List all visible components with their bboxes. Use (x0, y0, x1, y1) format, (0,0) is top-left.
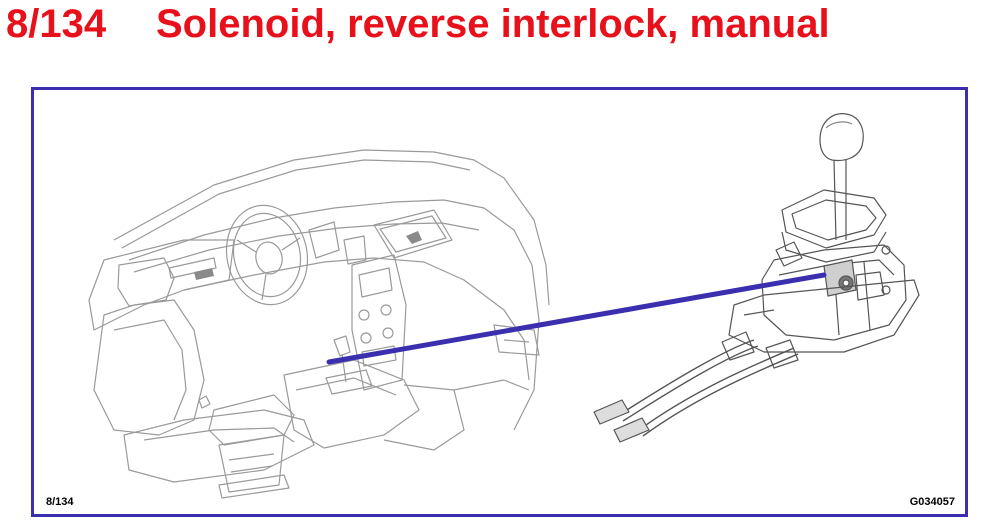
component-code: 8/134 (6, 2, 107, 46)
headrest (117, 257, 175, 307)
shift-cable-2 (638, 347, 795, 431)
steering-wheel (225, 204, 309, 306)
center-stack (351, 254, 407, 391)
page-title: 8/134 Solenoid, reverse interlock, manual (6, 0, 830, 48)
diagram-frame: 8/134 G034057 (31, 87, 968, 517)
car-interior-illustration (88, 149, 550, 499)
gear-knob (819, 113, 864, 162)
driver-seat (93, 299, 205, 436)
cable-end-2 (613, 417, 650, 443)
dashboard (128, 199, 533, 266)
cable-end-1 (593, 399, 630, 425)
shifter-housing (761, 244, 907, 341)
figure-id: G034057 (909, 496, 955, 508)
door-panel (88, 239, 235, 331)
callout-line (326, 272, 827, 365)
figure-label-left: 8/134 (46, 496, 74, 508)
center-console (283, 359, 420, 449)
windshield-edge (113, 149, 550, 306)
component-title: Solenoid, reverse interlock, manual (156, 2, 830, 46)
lever-shaft (833, 159, 847, 241)
dash-display (373, 209, 453, 259)
diagram-illustration (88, 113, 920, 499)
shift-cable-1 (618, 339, 755, 416)
gear-shifter-assembly-illustration (593, 113, 920, 443)
